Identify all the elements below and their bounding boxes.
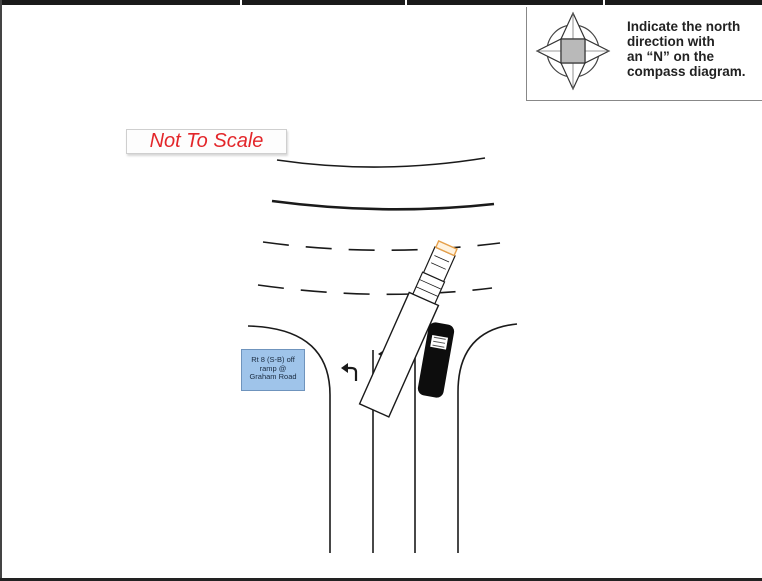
compass-rose-icon[interactable]: [535, 11, 611, 91]
left-border: [0, 0, 2, 581]
lane-dash-upper: [262, 241, 501, 252]
ramp-edge-right: [457, 323, 518, 553]
not-to-scale-label: Not To Scale: [126, 129, 287, 154]
road-edge-median: [271, 199, 495, 211]
top-border-bar: [0, 0, 762, 5]
road-edge-north: [276, 157, 486, 168]
left-turn-arrow-icon: [341, 363, 358, 381]
border-tick: [405, 0, 407, 5]
car-icon: [417, 322, 455, 398]
location-label: Rt 8 (S-B) off ramp @ Graham Road: [241, 349, 305, 391]
border-tick: [603, 0, 605, 5]
bottom-border: [0, 578, 762, 581]
ramp-edge-left: [247, 325, 331, 553]
border-tick: [240, 0, 242, 5]
compass-instruction: Indicate the north direction with an “N”…: [627, 19, 746, 79]
compass-panel: Indicate the north direction with an “N”…: [526, 7, 762, 101]
lane-dash-lower: [257, 284, 493, 296]
tractor-trailer-icon: [358, 240, 458, 418]
